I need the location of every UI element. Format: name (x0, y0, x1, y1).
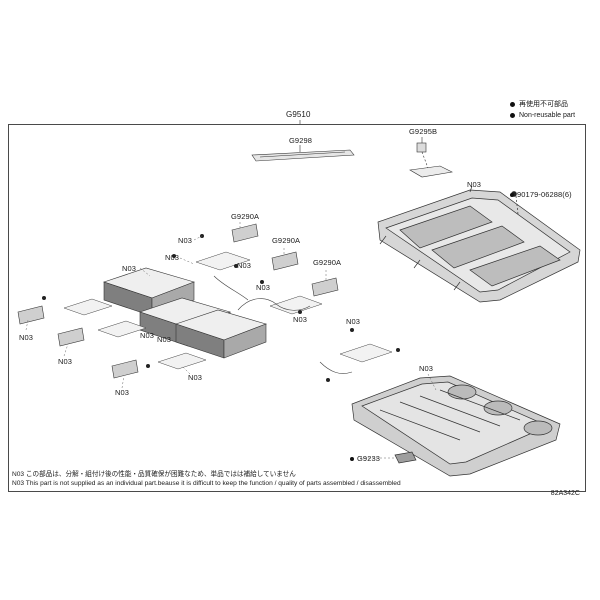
label-n03-j[interactable]: N03 (140, 331, 155, 340)
drawing-code: 82A342C (550, 490, 580, 497)
label-g9290a-1[interactable]: G9290A (231, 212, 260, 221)
label-part-90179[interactable]: 90179-06288(6) (510, 191, 572, 199)
label-g9290a-3[interactable]: G9290A (313, 258, 342, 267)
label-n03-e[interactable]: N03 (256, 283, 271, 292)
legend-non-reusable-jp: 再使用不可部品 (510, 100, 568, 109)
non-reusable-bullet-icon (350, 457, 354, 462)
label-n03-g[interactable]: N03 (346, 317, 361, 326)
label-n03-l[interactable]: N03 (188, 373, 203, 382)
label-g9290a-2[interactable]: G9290A (272, 236, 301, 245)
non-reusable-bullet-icon (510, 193, 514, 198)
label-n03-d[interactable]: N03 (237, 261, 252, 270)
note-en: N03 This part is not supplied as an indi… (12, 480, 401, 487)
bullet-icon (510, 101, 515, 107)
note-jp: N03 この部品は、分解・組付け後の性能・品質確保が困難なため、単品ではは補給し… (12, 471, 296, 478)
label-n03-upper-cover[interactable]: N03 (467, 180, 482, 189)
label-n03-h[interactable]: N03 (19, 333, 34, 342)
label-n03-b[interactable]: N03 (165, 253, 180, 262)
label-g9510[interactable]: G9510 (286, 110, 311, 119)
label-g9233[interactable]: G9233 (350, 455, 380, 463)
diagram-frame (8, 124, 586, 492)
label-g9295b[interactable]: G9295B (409, 127, 438, 136)
label-n03-f[interactable]: N03 (293, 315, 308, 324)
label-n03-i[interactable]: N03 (58, 357, 73, 366)
label-n03-c[interactable]: N03 (122, 264, 137, 273)
label-n03-m[interactable]: N03 (115, 388, 130, 397)
bullet-icon (510, 112, 515, 118)
legend-non-reusable-en: Non-reusable part (510, 111, 575, 120)
label-n03-k[interactable]: N03 (157, 335, 172, 344)
label-g9298[interactable]: G9298 (289, 136, 313, 145)
label-n03-a[interactable]: N03 (178, 236, 193, 245)
label-n03-lower-tray[interactable]: N03 (419, 364, 434, 373)
